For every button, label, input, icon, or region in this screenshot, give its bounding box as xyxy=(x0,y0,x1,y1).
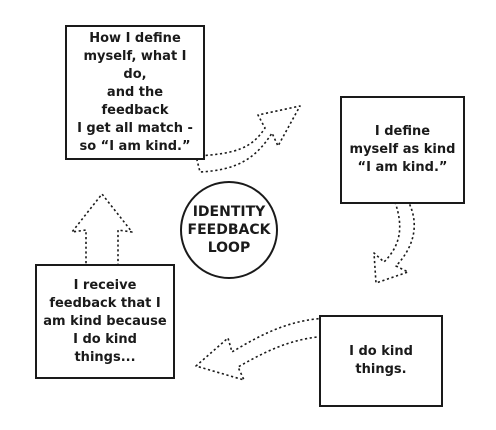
node-text: How I define myself, what I do, and the … xyxy=(77,30,193,154)
node-define-myself-kind: I define myself as kind “I am kind.” xyxy=(340,96,465,204)
node-text: I receive feedback that I am kind becaus… xyxy=(43,277,167,365)
node-text: I define myself as kind “I am kind.” xyxy=(349,124,456,175)
node-define-do-feedback-match: How I define myself, what I do, and the … xyxy=(65,25,205,160)
node-text: I do kind things. xyxy=(349,344,413,377)
center-label: IDENTITY FEEDBACK LOOP xyxy=(187,204,271,256)
arrow-right-to-bottom-right xyxy=(373,200,416,284)
node-do-kind-things: I do kind things. xyxy=(319,315,443,407)
arrow-top-to-right xyxy=(195,105,301,173)
arrow-bottom-left-to-top-left xyxy=(71,193,133,269)
arrow-bottom-right-to-bottom-left xyxy=(195,317,336,381)
node-receive-feedback: I receive feedback that I am kind becaus… xyxy=(35,264,175,379)
center-circle: IDENTITY FEEDBACK LOOP xyxy=(180,181,278,279)
